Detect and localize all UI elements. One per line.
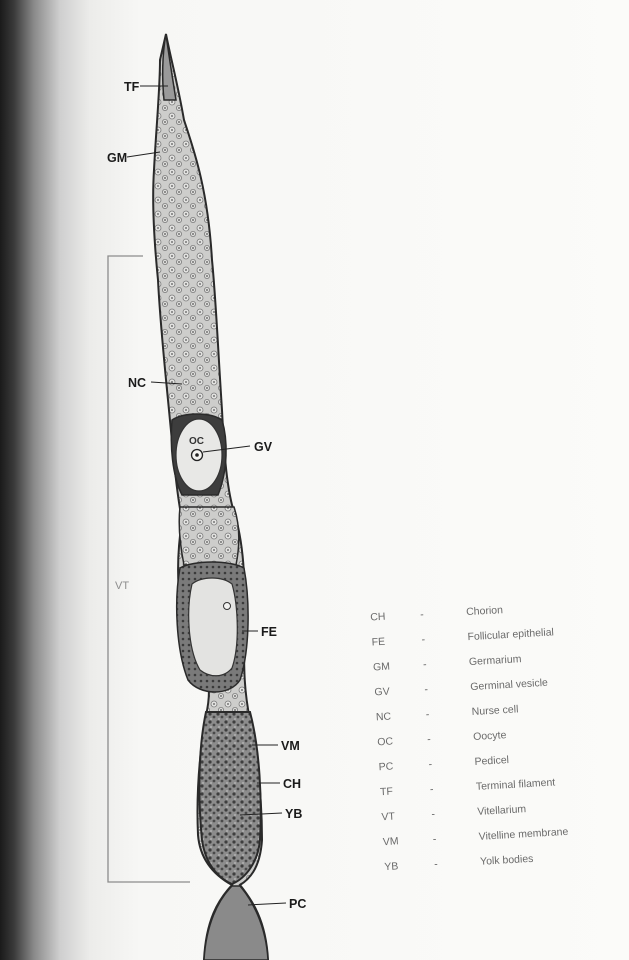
legend-term: Chorion — [466, 604, 503, 618]
label-vt: VT — [115, 580, 129, 592]
legend-abbr: GV — [374, 686, 390, 699]
legend-abbr: FE — [371, 636, 385, 649]
legend-term: Yolk bodies — [480, 853, 534, 868]
legend-dash: - — [428, 758, 432, 770]
pedicel — [204, 886, 268, 960]
legend: CH - Chorion FE - Follicular epithelial … — [362, 597, 629, 911]
legend-term: Terminal filament — [476, 776, 556, 792]
legend-dash: - — [424, 683, 428, 695]
legend-term: Oocyte — [473, 729, 507, 743]
legend-dash: - — [427, 733, 431, 745]
legend-dash: - — [430, 783, 434, 795]
nurse-cells-2 — [179, 507, 239, 565]
legend-term: Follicular epithelial — [467, 626, 554, 643]
legend-term: Vitellarium — [477, 803, 526, 818]
legend-abbr: GM — [373, 661, 391, 674]
legend-abbr: CH — [370, 611, 386, 624]
label-fe: FE — [261, 625, 277, 639]
label-vm: VM — [281, 739, 300, 753]
legend-term: Germarium — [469, 653, 522, 668]
germinal-vesicle-nucleolus — [195, 453, 199, 457]
label-gm: GM — [107, 151, 127, 165]
legend-abbr: TF — [380, 786, 393, 799]
legend-abbr: PC — [378, 761, 393, 774]
legend-dash: - — [432, 833, 436, 845]
legend-term: Pedicel — [474, 754, 509, 768]
label-tf: TF — [124, 80, 140, 94]
legend-term: Nurse cell — [471, 703, 518, 718]
legend-dash: - — [434, 858, 438, 870]
legend-term: Vitelline membrane — [478, 826, 568, 843]
legend-abbr: NC — [376, 711, 392, 724]
oocyte-chamber-2 — [189, 578, 238, 676]
legend-term: Germinal vesicle — [470, 677, 548, 693]
label-nc: NC — [128, 376, 146, 390]
legend-dash: - — [425, 708, 429, 720]
legend-dash: - — [423, 658, 427, 670]
legend-abbr: OC — [377, 735, 393, 748]
label-ch: CH — [283, 777, 301, 791]
oocyte-2-nucleus — [224, 603, 231, 610]
label-gv: GV — [254, 440, 273, 454]
legend-abbr: YB — [384, 860, 399, 873]
legend-abbr: VT — [381, 810, 395, 823]
legend-dash: - — [420, 609, 424, 621]
legend-dash: - — [421, 634, 425, 646]
label-pc: PC — [289, 897, 306, 911]
yolk-chamber — [199, 712, 260, 884]
label-yb: YB — [285, 807, 302, 821]
legend-abbr: VM — [383, 835, 399, 848]
legend-dash: - — [431, 808, 435, 820]
label-oc: OC — [189, 436, 204, 447]
